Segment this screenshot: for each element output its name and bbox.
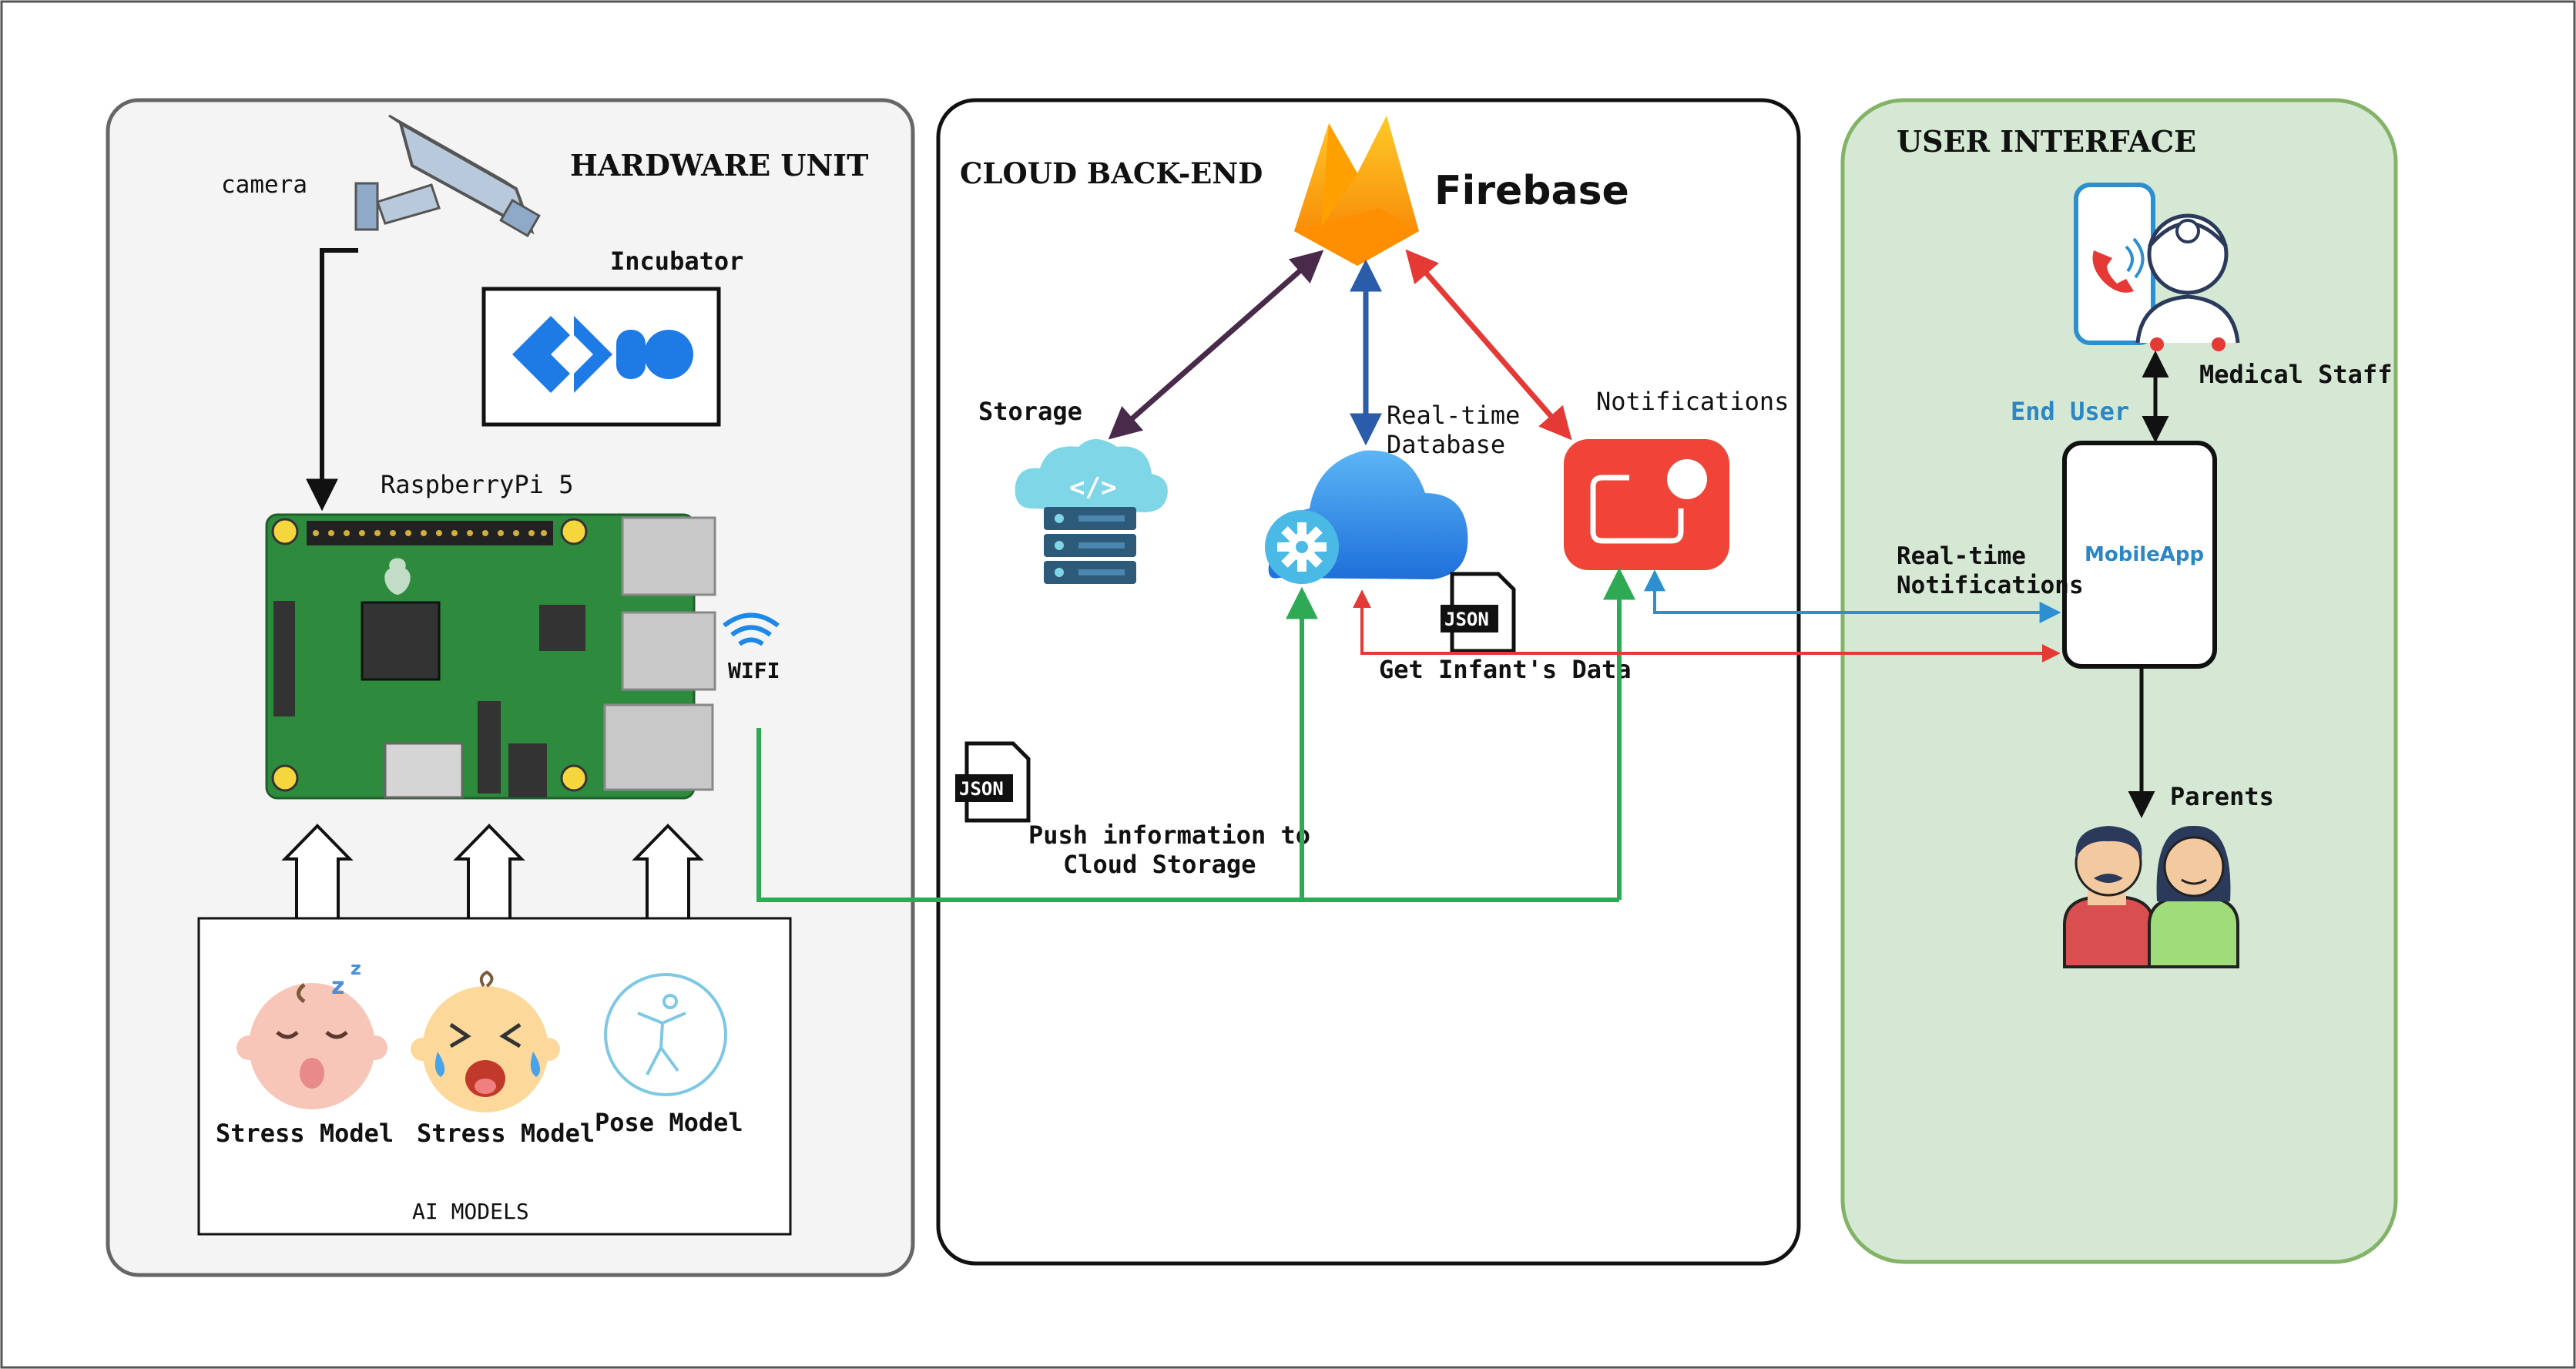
wifi-label: WIFI [728, 658, 780, 683]
parents-icon [2063, 825, 2239, 968]
mobile-app-label: MobileApp [2085, 543, 2204, 566]
notifications-to-mobile-arrow [1644, 569, 2061, 623]
json-text-1: JSON [1444, 609, 1489, 630]
ai-models-label: AI MODELS [412, 1199, 529, 1224]
raspberry-label: RaspberryPi 5 [381, 470, 573, 499]
notifications-label: Notifications [1596, 387, 1789, 416]
notifications-icon [1564, 439, 1729, 570]
wifi-icon [723, 612, 780, 646]
firebase-storage-arrow [1108, 250, 1324, 440]
hardware-title: HARDWARE UNIT [570, 148, 868, 183]
realtime-db-label-2: Database [1387, 430, 1505, 459]
sleeping-baby-icon: z z [236, 958, 387, 1109]
wifi-to-cloud-line [756, 728, 1619, 902]
incubator-label: Incubator [610, 247, 743, 276]
svg-text:z: z [351, 958, 361, 979]
camera-icon [354, 114, 541, 238]
crying-baby-icon [411, 970, 560, 1112]
svg-text:</>: </> [1069, 472, 1116, 503]
storage-icon: </> [1015, 439, 1168, 584]
model-label-2: Stress Model [417, 1119, 595, 1148]
realtime-database-icon [1265, 450, 1468, 584]
incubator-icon [512, 316, 693, 393]
pose-icon [604, 973, 727, 1096]
json-text-2: JSON [959, 778, 1004, 800]
camera-to-pi-arrow [306, 248, 358, 512]
get-data-label: Get Infant's Data [1379, 655, 1632, 684]
realtime-notif-label-2: Notifications [1897, 572, 2084, 599]
ui-panel [1840, 98, 2398, 1264]
svg-text:z: z [331, 973, 344, 1000]
end-user-label: End User [2011, 397, 2129, 426]
json-icon-database: JSON [1441, 572, 1516, 653]
raspberry-pi-board [265, 513, 716, 800]
push-label-1: Push information to [1028, 820, 1310, 850]
parents-label: Parents [2170, 782, 2274, 811]
medical-staff-icon [2074, 183, 2240, 351]
cloud-title: CLOUD BACK-END [960, 156, 1263, 190]
ui-title: USER INTERFACE [1897, 124, 2196, 159]
firebase-icon [1294, 116, 1419, 266]
medical-staff-label: Medical Staff [2199, 360, 2392, 389]
storage-label: Storage [978, 397, 1082, 426]
firebase-label: Firebase [1434, 168, 1629, 214]
json-icon-push: JSON [955, 741, 1031, 823]
realtime-db-label-1: Real-time [1387, 401, 1520, 430]
model-label-1: Stress Model [216, 1119, 394, 1148]
model-label-3: Pose Model [595, 1108, 743, 1137]
camera-label: camera [221, 171, 307, 199]
mobile-app-box[interactable] [2062, 441, 2217, 669]
firebase-notifications-arrow [1405, 249, 1572, 441]
get-data-arrow [1353, 589, 2061, 663]
realtime-notif-label-1: Real-time [1897, 542, 2026, 570]
push-label-2: Cloud Storage [1063, 850, 1256, 879]
